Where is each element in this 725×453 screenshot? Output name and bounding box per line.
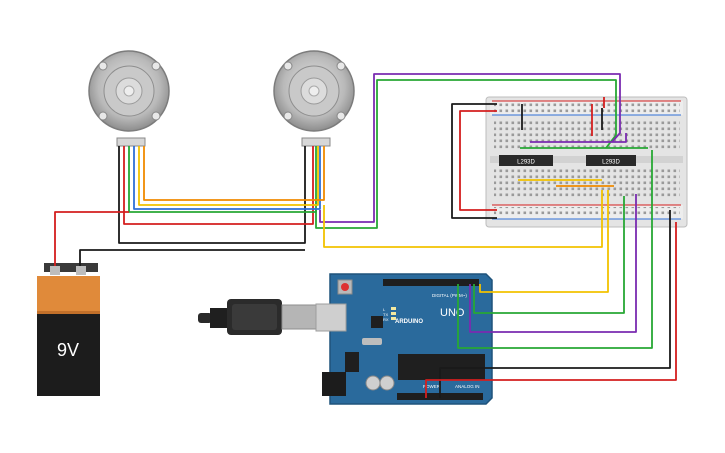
arduino-power-label: POWER bbox=[423, 384, 441, 389]
arduino-rx-label: RX bbox=[383, 317, 389, 322]
arduino-uno-board[interactable]: ARDUINO UNO DIGITAL (PWM~) ANALOG IN POW… bbox=[315, 273, 493, 405]
wire-arduino-black bbox=[439, 210, 671, 398]
wire-arduino-green bbox=[473, 196, 625, 314]
wire-motor-right-yellow bbox=[323, 190, 603, 248]
wire-battery-red bbox=[54, 211, 129, 266]
wire-motor-left-green bbox=[128, 146, 317, 213]
chip-right-label: L293D bbox=[602, 160, 620, 166]
wire-bb-purple-internal bbox=[530, 133, 627, 143]
wire-bb-black-left bbox=[451, 103, 497, 219]
wire-battery-black bbox=[79, 249, 305, 266]
wire-motor-left-black bbox=[118, 146, 306, 244]
wire-motor-left-blue bbox=[133, 146, 321, 210]
wire-arduino-yellow bbox=[479, 190, 609, 293]
wire-motor-left-red bbox=[123, 146, 314, 225]
arduino-tx-label: TX bbox=[383, 312, 388, 317]
chip-left-label: L293D bbox=[517, 160, 535, 166]
wire-motor-right-green bbox=[315, 79, 617, 229]
arduino-l-label: L bbox=[383, 307, 386, 312]
wire-arduino-green2 bbox=[457, 150, 653, 349]
arduino-digital-label: DIGITAL (PWM~) bbox=[432, 293, 467, 298]
motor-driver-chip-right[interactable]: L293D bbox=[586, 155, 636, 166]
wires bbox=[54, 73, 677, 398]
arduino-brand: ARDUINO bbox=[395, 319, 423, 325]
motor-driver-chip-left[interactable]: L293D bbox=[499, 155, 553, 166]
wire-motor-left-orange bbox=[143, 146, 325, 201]
wire-motor-right-purple bbox=[319, 73, 621, 223]
usb-cable[interactable] bbox=[198, 299, 317, 335]
battery-label: 9V bbox=[57, 340, 79, 360]
dc-motor-right[interactable] bbox=[273, 50, 355, 147]
arduino-analog-label: ANALOG IN bbox=[455, 384, 480, 389]
wire-arduino-red bbox=[425, 222, 677, 398]
wire-bb-red-left bbox=[459, 110, 497, 211]
arduino-model: UNO bbox=[440, 307, 465, 319]
dc-motor-left[interactable] bbox=[88, 50, 170, 147]
wire-motor-left-yellow bbox=[138, 146, 319, 206]
wire-arduino-purple bbox=[469, 194, 637, 333]
battery-9v[interactable]: 9V bbox=[37, 263, 100, 396]
